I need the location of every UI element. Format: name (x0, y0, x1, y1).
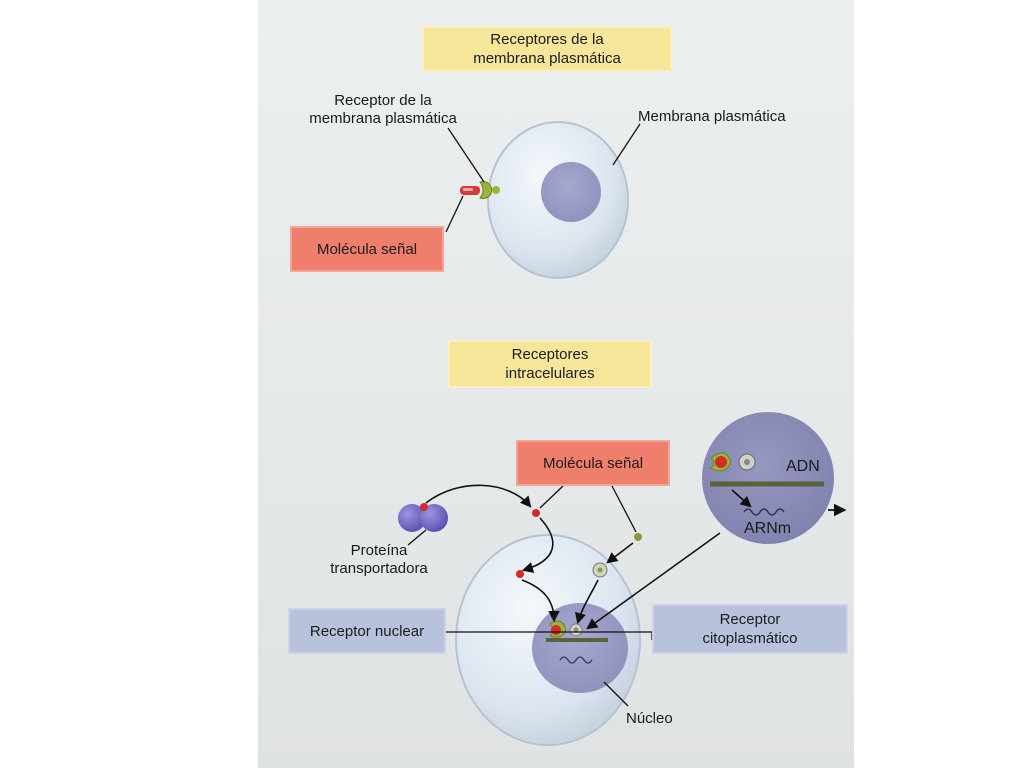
nuclear-receptor-box: Receptor nuclear (288, 608, 446, 654)
bottom-signal-molecule-box: Molécula señal (516, 440, 670, 486)
top-signal-molecule-box: Molécula señal (290, 226, 444, 272)
top-receptor-icon (460, 181, 500, 199)
cytoplasmic-receptor-icon (592, 562, 608, 578)
title-line-2: intracelulares (505, 365, 595, 382)
plasma-membrane-receptor-label: Receptor de la membrana plasmática (288, 92, 478, 128)
cytoplasmic-receptor-line-1: Receptor (719, 611, 781, 628)
signal-molecule-green-icon (634, 533, 642, 541)
carrier-protein-icon (398, 503, 448, 532)
top-nucleus (541, 162, 601, 222)
nuclear-receptor-text: Receptor nuclear (309, 622, 425, 640)
receptor-label-line-2: membrana plasmática (309, 110, 457, 127)
title-line-1: Receptores de la (490, 31, 604, 48)
carrier-protein-label: Proteína transportadora (306, 542, 452, 578)
title-line-1: Receptores (511, 346, 589, 363)
carrier-protein-line-2: transportadora (330, 560, 428, 577)
bottom-signal-molecule-text: Molécula señal (542, 454, 644, 472)
title-line-2: membrana plasmática (473, 50, 621, 67)
carrier-protein-line-1: Proteína (350, 542, 408, 559)
diagram-canvas (398, 121, 847, 746)
top-cell (487, 121, 629, 279)
receptor-label-line-1: Receptor de la (334, 92, 432, 109)
dna-label: ADN (786, 458, 820, 475)
nucleus-inset (702, 412, 834, 544)
mrna-label: ARNm (744, 520, 792, 537)
signal-molecule-icon (516, 570, 524, 578)
intracellular-receptors-title: Receptores intracelulares (448, 340, 652, 388)
plasma-membrane-receptors-title: Receptores de la membrana plasmática (422, 26, 672, 72)
top-signal-molecule-text: Molécula señal (316, 240, 418, 258)
signal-molecule-icon (532, 509, 540, 517)
nucleus-label: Núcleo (626, 710, 673, 727)
cytoplasmic-receptor-line-2: citoplasmático (702, 630, 798, 647)
cytoplasmic-receptor-box: Receptor citoplasmático (652, 604, 848, 654)
bottom-cell (455, 534, 641, 746)
plasma-membrane-label: Membrana plasmática (638, 108, 786, 125)
diagram-page: Receptores de la membrana plasmática Rec… (258, 0, 854, 768)
